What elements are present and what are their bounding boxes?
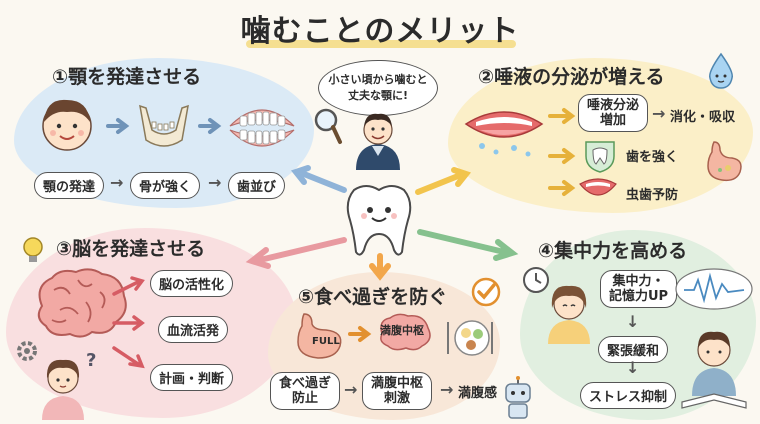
arrow-right-icon — [548, 108, 576, 124]
eating-step-1: 食べ過ぎ 防止 — [270, 372, 341, 410]
saliva-effect-3: 虫歯予防 — [626, 188, 679, 203]
woman-icon — [548, 285, 590, 344]
brainwave-icon — [675, 268, 753, 310]
eating-step-3: 満腹感 — [458, 386, 498, 401]
check-icon — [471, 277, 501, 307]
studying-boy-icon — [681, 331, 747, 409]
arrow-down-icon: ↓ — [626, 312, 640, 331]
robot-icon — [505, 376, 531, 419]
arrow-right-icon — [106, 118, 130, 134]
full-stomach-icon — [297, 313, 342, 359]
arrow-right-icon — [198, 118, 222, 134]
magnifier-icon — [314, 108, 342, 144]
saliva-increase-line-2: 増加 — [600, 113, 627, 128]
speech-bubble: 小さい頃から噛むと 丈夫な顎に! — [318, 60, 438, 116]
smile-teeth-icon — [579, 178, 617, 196]
stomach-icon — [707, 141, 742, 182]
water-drop-icon — [708, 52, 734, 89]
jaw-step-3: 歯並び — [228, 172, 286, 199]
saliva-increase-box: 唾液分泌 増加 — [578, 94, 649, 132]
brain-small-icon — [380, 313, 431, 351]
saliva-increase-line-1: 唾液分泌 — [587, 98, 640, 113]
arrow-to-brain-icon — [245, 237, 347, 269]
saliva-effect-2: 歯を強く — [626, 150, 679, 165]
section-jaw-heading: ①顎を発達させる — [52, 66, 202, 88]
brain-icon — [37, 268, 127, 338]
lightbulb-icon — [23, 237, 43, 262]
teeth-set-icon — [229, 109, 295, 147]
shield-tooth-icon — [585, 141, 615, 173]
arrow-to-jaw-icon — [290, 165, 347, 193]
jaw-step-1: 顎の発達 — [34, 172, 105, 199]
brain-item-1: 脳の活性化 — [150, 270, 234, 297]
arrow-right-icon: → — [344, 380, 358, 399]
page-title: 噛むことのメリット — [240, 14, 520, 49]
question-mark-icon: ? — [86, 350, 97, 371]
arrow-right-icon — [548, 180, 576, 196]
eating-step-2-line-1: 満腹中枢 — [371, 376, 424, 391]
brain-item-3: 計画・判断 — [150, 364, 234, 391]
arrow-right-icon — [548, 148, 576, 164]
eating-step-1-line-1: 食べ過ぎ — [279, 376, 332, 391]
stomach-label: FULL — [312, 336, 340, 347]
tooth-mascot-icon — [346, 185, 412, 256]
arrow-down-icon: ↓ — [626, 358, 640, 377]
jaw-step-2: 骨が強く — [130, 172, 201, 199]
meal-plate-icon — [447, 320, 493, 356]
arrow-to-saliva-icon — [415, 167, 472, 195]
eating-step-2-line-2: 刺激 — [384, 391, 411, 406]
focus-item-1: 緊張緩和 — [598, 336, 669, 363]
arrow-right-icon — [348, 326, 372, 342]
focus-box-line-1: 集中力・ — [612, 274, 665, 289]
gear-icon — [17, 341, 37, 361]
eating-step-2: 満腹中枢 刺激 — [362, 372, 433, 410]
arrow-right-icon: → — [208, 173, 222, 192]
focus-box-line-2: 記憶力UP — [609, 289, 669, 304]
section-saliva-heading: ②唾液の分泌が増える — [478, 66, 665, 88]
jaw-bone-icon — [139, 104, 189, 147]
boy-icon — [42, 99, 92, 151]
eating-step-1-line-2: 防止 — [292, 391, 319, 406]
brain-item-2: 血流活発 — [158, 316, 229, 343]
arrow-right-icon: → — [440, 380, 454, 399]
dentist-icon — [356, 113, 400, 170]
arrow-right-icon: → — [110, 173, 124, 192]
section-focus-heading: ④集中力を高める — [538, 240, 688, 262]
arrow-to-eating-icon — [369, 253, 391, 281]
section-eating-heading: ⑤食べ過ぎを防ぐ — [298, 286, 448, 308]
section-brain-heading: ③脳を発達させる — [56, 238, 206, 260]
thinking-girl-icon — [42, 359, 84, 420]
focus-item-2: ストレス抑制 — [580, 382, 677, 409]
speech-line-1: 小さい頃から噛むと — [328, 73, 428, 86]
arrow-to-focus-icon — [417, 229, 519, 261]
satiety-center-label: 満腹中枢 — [380, 324, 424, 337]
title-highlight — [246, 40, 516, 48]
focus-memory-box: 集中力・ 記憶力UP — [600, 270, 678, 308]
clock-icon — [523, 267, 549, 293]
mouth-icon — [464, 111, 544, 157]
brain-arrows-icon — [112, 276, 145, 369]
speech-line-2: 丈夫な顎に! — [347, 89, 409, 102]
arrow-right-icon: → — [652, 104, 666, 123]
saliva-effect-1: 消化・吸収 — [670, 110, 736, 125]
